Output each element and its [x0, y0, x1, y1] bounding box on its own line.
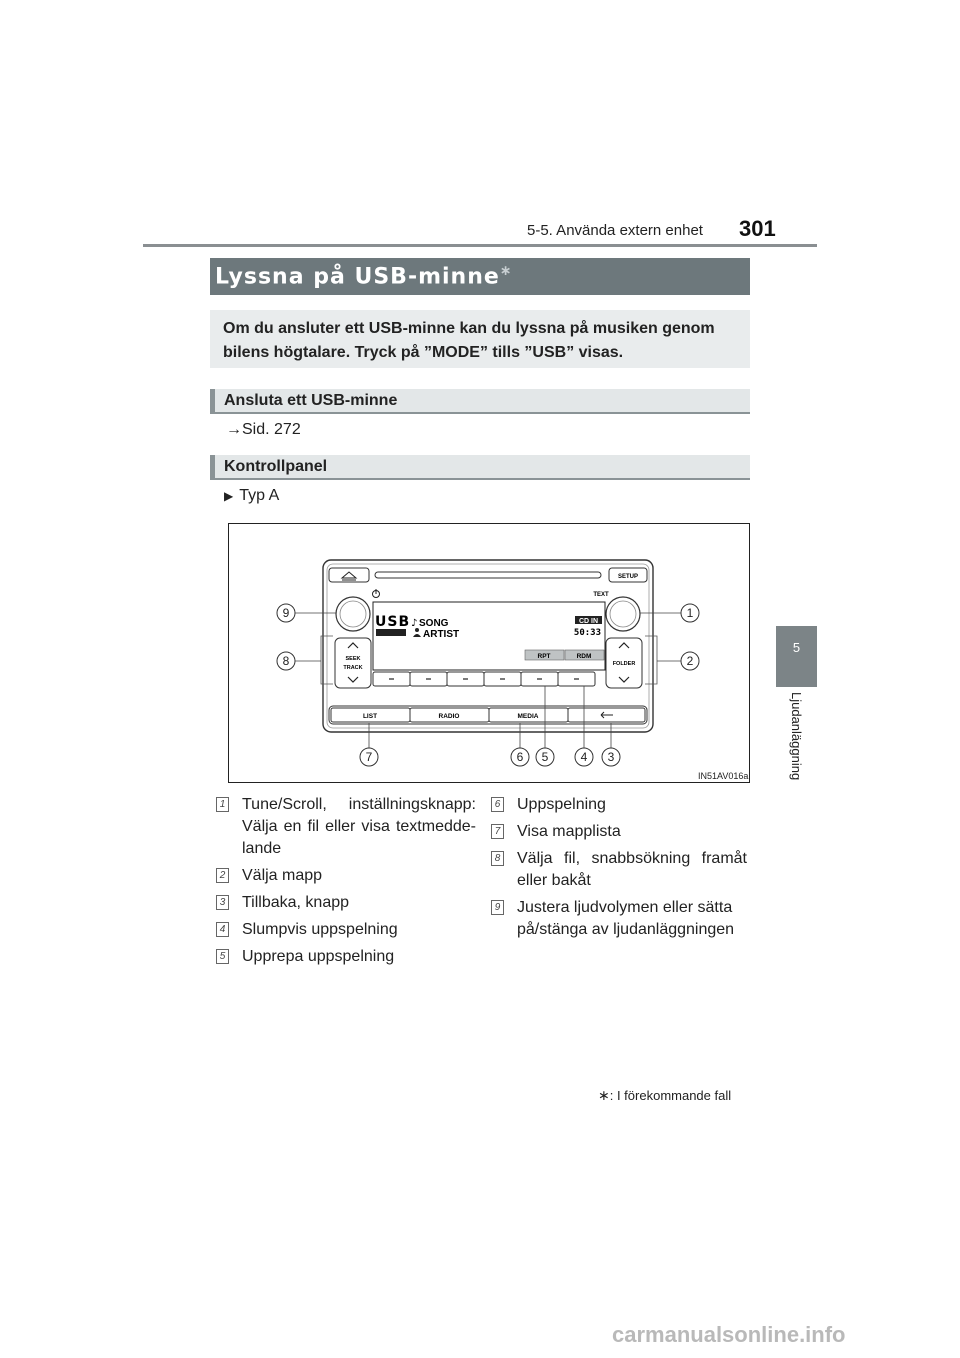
callout-4	[574, 747, 594, 767]
callout-4-label: 4	[581, 750, 588, 764]
callout-8-label: 8	[283, 654, 290, 668]
callout-2	[680, 651, 700, 671]
callout-1	[680, 603, 700, 623]
callout-6-label: 6	[517, 750, 524, 764]
folder-button	[605, 637, 643, 689]
radio-illustration: SETUP TEXT USB SONG ♪ ARTIST CD IN 50:33…	[276, 559, 700, 767]
callout-5-label: 5	[542, 750, 549, 764]
rpt-label: RPT	[538, 653, 551, 660]
intro-text: Om du ansluter ett USB-minne kan du lyss…	[223, 320, 715, 361]
header-rule	[143, 244, 817, 247]
footnote-text: : I förekommande fall	[609, 1088, 732, 1103]
person-icon	[415, 628, 419, 632]
legend-text: Välja fil, snabbsökning framåt eller bak…	[517, 850, 747, 889]
chapter-tab	[776, 626, 817, 687]
legend-num: 4	[216, 922, 229, 937]
intro-box	[210, 310, 750, 368]
figure-code: IN51AV016a	[698, 771, 749, 781]
list-label: LIST	[363, 713, 377, 720]
callout-3-label: 3	[608, 750, 615, 764]
legend-text: Slumpvis uppspelning	[242, 921, 398, 938]
legend-num: 7	[491, 824, 504, 839]
title-bar	[210, 258, 750, 295]
seek-track-button	[334, 637, 372, 689]
volume-knob	[335, 596, 371, 632]
callout-9	[276, 603, 296, 623]
setup-label: SETUP	[618, 574, 638, 580]
display-song: SONG	[419, 618, 449, 629]
footnote: ∗: I förekommande fall	[598, 1087, 731, 1104]
type-label: ▶ Typ A	[224, 487, 279, 505]
folder-label: FOLDER	[613, 661, 636, 667]
legend-num: 2	[216, 868, 229, 883]
subsection-heading-panel: Kontrollpanel	[224, 458, 328, 475]
legend-text: Välja mapp	[242, 867, 323, 884]
legend-num: 9	[491, 900, 504, 915]
setup-button	[608, 567, 648, 583]
callout-9-label: 9	[283, 606, 290, 620]
subsection-bar-connect	[210, 389, 750, 414]
subsection-heading-connect: Ansluta ett USB-minne	[224, 392, 398, 409]
page-number: 301	[739, 216, 776, 241]
legend-text: Upprepa uppspelning	[242, 948, 395, 965]
section-header: 5-5. Använda extern enhet	[527, 222, 703, 239]
eject-button	[328, 567, 370, 583]
eject-icon	[340, 571, 358, 581]
note-icon: ♪	[411, 618, 417, 629]
text-label: TEXT	[593, 592, 609, 598]
legend-num: 8	[491, 851, 504, 866]
legend-num: 6	[491, 797, 504, 812]
chapter-title: Ljudanläggning	[777, 692, 817, 792]
legend-text: Visa mapplista	[517, 823, 621, 840]
legend-text: Tune/Scroll, inställningsknapp: Välja en…	[242, 796, 476, 857]
back-arrow-icon	[600, 711, 613, 719]
display-time: 50:33	[574, 628, 601, 638]
tune-knob	[605, 596, 641, 632]
track-label: TRACK	[343, 665, 362, 671]
cd-in-badge	[575, 616, 602, 624]
page-title: Lyssna på USB-minne∗	[215, 263, 513, 289]
callout-8	[276, 651, 296, 671]
legend-text: Justera ljudvolymen eller sätta på/stäng…	[517, 899, 735, 938]
triangle-bullet-icon: ▶	[224, 489, 234, 503]
footnote-marker: ∗	[598, 1087, 610, 1103]
media-label: MEDIA	[518, 713, 539, 720]
cd-in-text: CD IN	[579, 618, 598, 625]
page-reference: →Sid. 272	[226, 421, 301, 438]
display-artist: ARTIST	[423, 629, 459, 640]
type-label-text: Typ A	[239, 487, 280, 504]
display-mode: USB	[375, 614, 410, 630]
legend-num: 5	[216, 949, 229, 964]
watermark: carmanualsonline.info	[612, 1322, 846, 1347]
legend-num: 1	[216, 797, 229, 812]
title-marker: ∗	[499, 263, 513, 279]
chapter-title-text: Ljudanläggning	[789, 692, 804, 781]
callout-1-label: 1	[687, 606, 694, 620]
subsection-bar-panel	[210, 455, 750, 480]
legend-text: Uppspelning	[517, 796, 606, 813]
rdm-label: RDM	[577, 653, 592, 660]
legend-num: 3	[216, 895, 229, 910]
preset-buttons	[372, 671, 596, 687]
legend-text: Tillbaka, knapp	[242, 894, 350, 911]
callout-6	[510, 747, 530, 767]
callout-5	[535, 747, 555, 767]
callout-3	[601, 747, 621, 767]
seek-label: SEEK	[346, 656, 361, 662]
chapter-number: 5	[792, 640, 801, 655]
page-title-text: Lyssna på USB-minne	[215, 264, 500, 290]
callout-7	[359, 747, 379, 767]
callout-2-label: 2	[687, 654, 694, 668]
radio-label: RADIO	[439, 713, 460, 720]
control-panel-figure: SETUP TEXT USB SONG ♪ ARTIST CD IN 50:33…	[228, 523, 750, 783]
callout-7-label: 7	[366, 750, 373, 764]
